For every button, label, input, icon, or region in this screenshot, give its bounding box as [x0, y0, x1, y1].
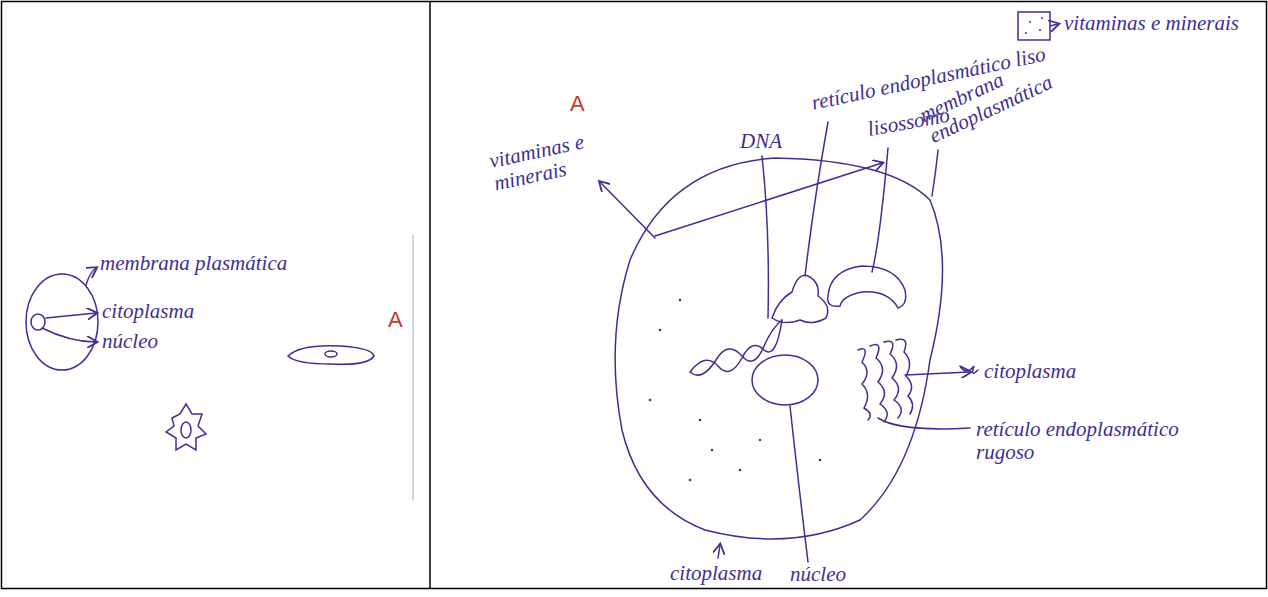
part-label: citoplasma — [984, 360, 1076, 383]
rough-er — [884, 341, 901, 418]
leader-line — [718, 545, 720, 558]
star-cell — [166, 404, 206, 450]
part-label: retículo endoplasmático rugoso — [976, 418, 1216, 464]
leader-line — [42, 328, 96, 342]
legend-swatch — [1018, 12, 1050, 40]
part-label: membrana plasmática — [100, 252, 287, 275]
cell-nucleus — [325, 351, 337, 357]
legend-text: vitaminas e minerais — [1064, 12, 1239, 35]
rough-er — [896, 339, 913, 414]
rough-er — [870, 345, 887, 423]
dna-helix — [690, 320, 782, 375]
part-label: núcleo — [790, 563, 846, 586]
rough-er — [858, 349, 870, 420]
part-label: DNA — [740, 130, 782, 153]
cell-membrane — [615, 158, 942, 539]
leader-line — [878, 418, 970, 429]
nucleus — [752, 355, 818, 405]
part-label: vitaminas e minerais — [487, 128, 604, 196]
leader-line — [932, 150, 938, 196]
grade-mark: A — [388, 308, 403, 332]
part-label: citoplasma — [102, 300, 194, 323]
leader-line — [805, 122, 828, 276]
leader-line — [46, 313, 96, 318]
round-cell — [26, 274, 98, 370]
smooth-er — [772, 275, 828, 322]
leader-line — [790, 406, 808, 562]
part-label: citoplasma — [670, 562, 762, 585]
cell-nucleus — [31, 314, 45, 330]
part-label: núcleo — [102, 330, 158, 353]
pen-stroke — [412, 235, 413, 500]
leader-line — [600, 182, 655, 238]
leader-line — [905, 372, 970, 375]
pen-scribble — [960, 366, 978, 373]
lysosome — [828, 266, 906, 308]
leader-line — [1050, 24, 1058, 26]
elongated-cell — [288, 346, 374, 365]
dna-helix — [690, 320, 782, 372]
leader-line — [655, 163, 882, 236]
leader-line — [872, 148, 888, 272]
leader-line — [86, 268, 96, 285]
cell-nucleus — [181, 422, 191, 438]
grade-mark: A — [570, 92, 585, 116]
leader-line — [762, 156, 768, 318]
